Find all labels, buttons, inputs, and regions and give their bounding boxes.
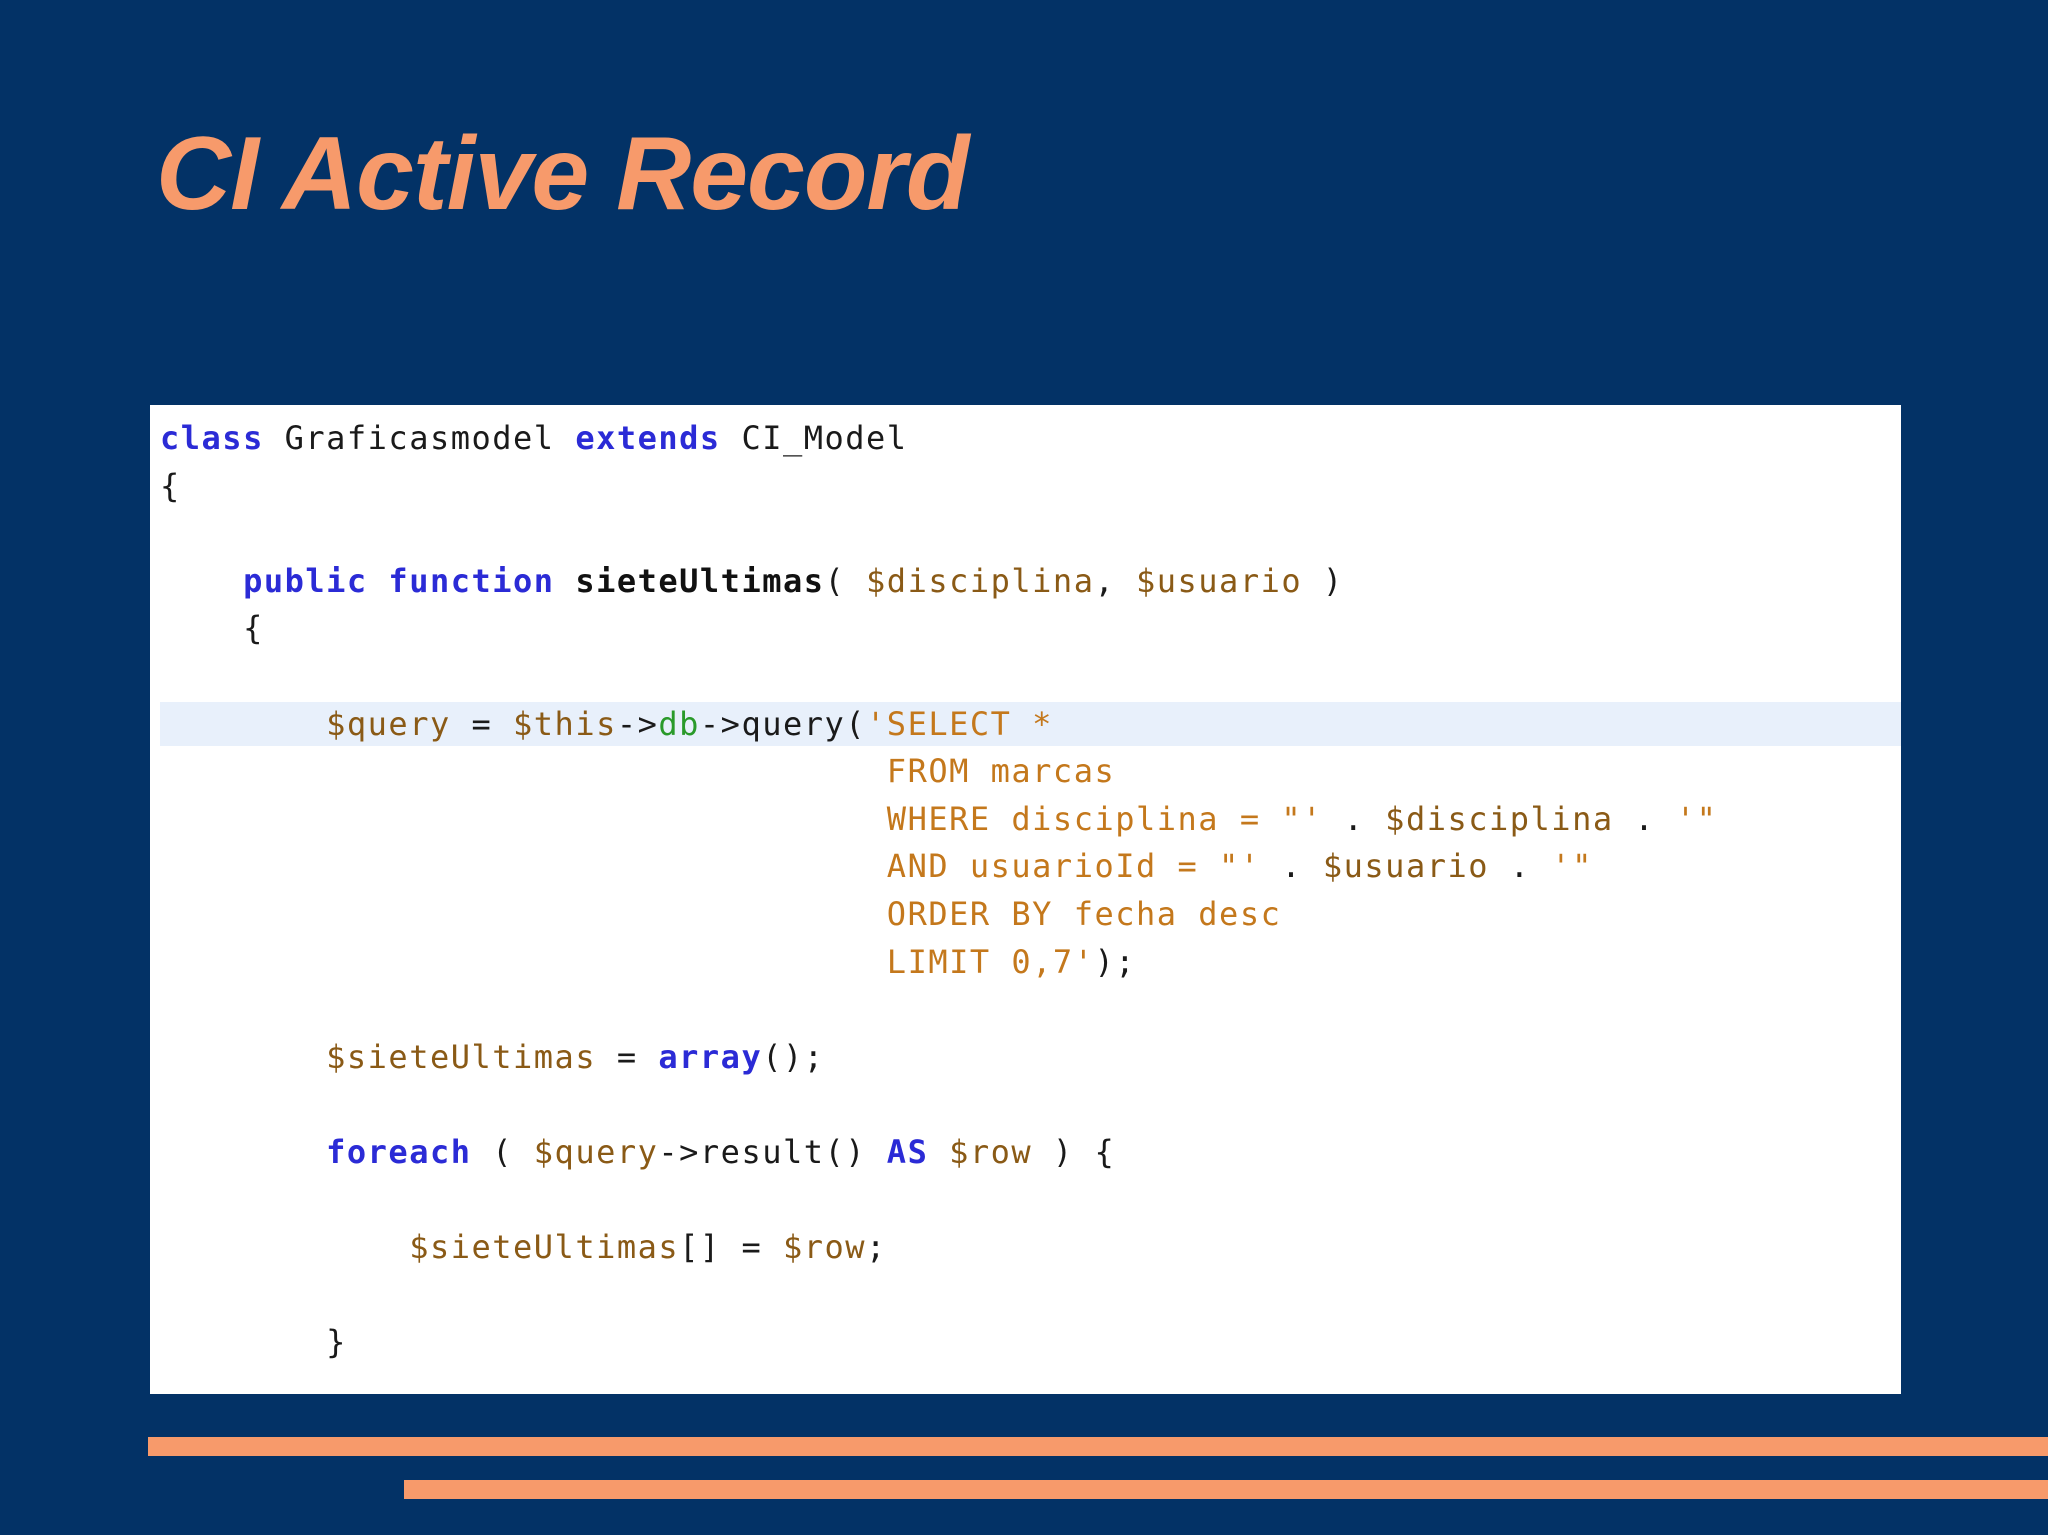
code-token: $disciplina [1385, 799, 1614, 838]
code-token [160, 800, 887, 838]
code-line [160, 1082, 1901, 1126]
code-token: WHERE disciplina = "' [886, 799, 1323, 838]
code-token: $sieteUltimas [326, 1037, 597, 1076]
code-token: public [243, 561, 368, 600]
code-line [160, 987, 1901, 1031]
code-line: $sieteUltimas = array(); [160, 1035, 1901, 1079]
code-token: sieteUltimas [575, 561, 825, 600]
code-token: extends [575, 419, 721, 457]
code-token: . [1613, 799, 1676, 838]
code-token [160, 705, 326, 743]
code-token: AS [886, 1133, 929, 1171]
code-token [160, 895, 887, 933]
code-line: WHERE disciplina = "' . $disciplina . '" [160, 797, 1901, 841]
code-line [160, 1273, 1901, 1317]
code-token: ; [866, 1228, 887, 1267]
code-line: class Graficasmodel extends CI_Model [160, 416, 1901, 460]
code-token: $query [533, 1133, 659, 1171]
code-token: db [658, 704, 700, 743]
code-token: '" [1551, 847, 1593, 886]
accent-bar-bottom [404, 1480, 2048, 1499]
code-token: CI_Model [720, 419, 908, 457]
code-token: ORDER BY fecha desc [886, 895, 1282, 933]
code-line [160, 511, 1901, 555]
code-token: function [388, 561, 555, 600]
code-token: $row [949, 1133, 1033, 1171]
code-line: FROM marcas [160, 749, 1901, 793]
code-token: foreach [326, 1133, 472, 1171]
code-token: FROM marcas [886, 752, 1116, 791]
accent-bar-top [148, 1437, 2048, 1456]
code-token [160, 1228, 409, 1266]
code-token [160, 943, 887, 981]
code-line: ORDER BY fecha desc [160, 892, 1901, 936]
code-token: Graficasmodel [263, 419, 576, 457]
code-token: AND usuarioId = "' [886, 847, 1261, 886]
code-screenshot: class Graficasmodel extends CI_Model { pu… [150, 405, 1901, 1394]
code-token: -> [616, 704, 659, 743]
code-line: $sieteUltimas[] = $row; [160, 1225, 1901, 1269]
code-line: foreach ( $query->result() AS $row ) { [160, 1130, 1901, 1174]
code-token: $this [513, 704, 617, 743]
code-token: LIMIT 0,7' [886, 942, 1095, 981]
code-token: array [658, 1037, 763, 1076]
code-token: ( [471, 1133, 534, 1171]
code-token: ->result() [658, 1133, 887, 1171]
code-line: AND usuarioId = "' . $usuario . '" [160, 844, 1901, 888]
code-token: (); [762, 1037, 825, 1076]
code-token: . [1322, 799, 1386, 838]
code-line: public function sieteUltimas( $disciplin… [160, 559, 1901, 603]
code-token: $row [782, 1228, 867, 1267]
code-token: $disciplina [866, 561, 1095, 600]
code-token: 'SELECT * [866, 704, 1053, 743]
code-token: ->query( [699, 704, 867, 743]
code-line [160, 654, 1901, 698]
code-line: LIMIT 0,7'); [160, 940, 1901, 984]
code-token: $sieteUltimas [409, 1228, 680, 1267]
code-token: class [160, 419, 264, 457]
code-token [555, 562, 576, 600]
code-token: ) [1302, 561, 1344, 600]
code-line: } [160, 1320, 1901, 1364]
code-token: , [1094, 561, 1136, 600]
slide-title: CI Active Record [156, 116, 969, 232]
code-line [160, 1178, 1901, 1222]
code-token [928, 1133, 949, 1171]
code-line: { [160, 464, 1901, 508]
code-token: $query [326, 704, 451, 743]
code-token [160, 847, 887, 885]
code-token [160, 752, 887, 790]
code-token: . [1260, 847, 1323, 886]
code-token: ); [1094, 942, 1136, 981]
code-token: $usuario [1135, 561, 1303, 600]
code-token: = [450, 704, 514, 743]
code-token [160, 562, 243, 600]
code-token: $usuario [1322, 847, 1489, 886]
code-token: ) { [1032, 1133, 1116, 1171]
code-token: { [160, 609, 264, 648]
code-token [160, 1133, 326, 1171]
code-token [160, 1038, 326, 1076]
code-token: { [160, 466, 181, 505]
code-token: . [1489, 847, 1552, 886]
code-token: } [160, 1323, 347, 1362]
code-line: { [160, 606, 1901, 650]
code-token: = [596, 1037, 659, 1076]
code-token [368, 562, 389, 600]
code-token: '" [1675, 799, 1718, 838]
code-token: ( [824, 561, 867, 600]
code-token: [] = [679, 1228, 783, 1267]
code-line: $query = $this->db->query('SELECT * [160, 701, 1901, 746]
